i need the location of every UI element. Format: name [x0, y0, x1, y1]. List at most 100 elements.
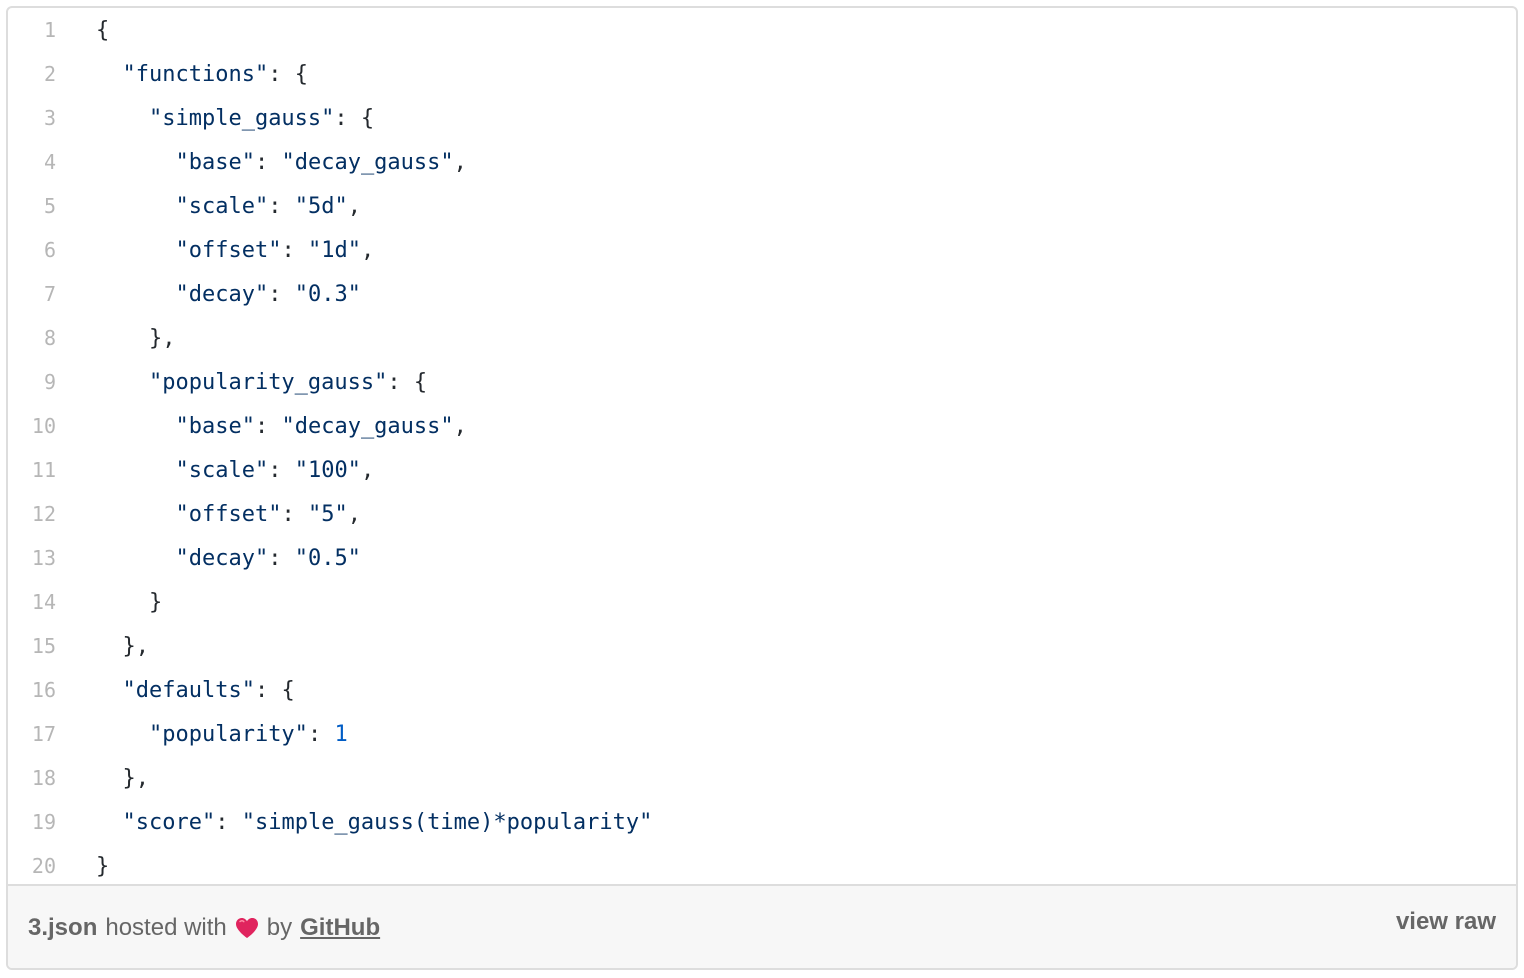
indent — [96, 678, 123, 703]
line-number[interactable]: 20 — [31, 854, 56, 878]
code-content: } — [96, 590, 162, 615]
gist-footer: 3.json hosted with by GitHub view raw — [8, 884, 1516, 968]
indent — [96, 546, 175, 571]
punctuation-token: : — [254, 149, 282, 175]
punctuation-token: }, — [122, 633, 150, 659]
code-line: 13 "decay": "0.5" — [8, 536, 1516, 580]
indent — [96, 414, 175, 439]
line-number[interactable]: 5 — [43, 194, 56, 218]
line-number[interactable]: 7 — [43, 282, 56, 306]
code-content: "score": "simple_gauss(time)*popularity" — [96, 809, 653, 835]
string-token: "1d" — [307, 237, 361, 263]
punctuation-token: : — [268, 281, 295, 307]
code-content: "functions": { — [96, 62, 308, 87]
string-token: "decay" — [175, 281, 269, 307]
code-line: 2 "functions": { — [8, 52, 1516, 96]
punctuation-token: : — [268, 457, 295, 483]
code-line: 15 }, — [8, 624, 1516, 668]
string-token: "decay" — [175, 545, 269, 571]
punctuation-token: , — [453, 149, 467, 175]
indent — [96, 282, 175, 307]
string-token: "offset" — [175, 237, 282, 263]
punctuation-token: : { — [254, 677, 295, 703]
code-line: 9 "popularity_gauss": { — [8, 360, 1516, 404]
punctuation-token: : { — [334, 105, 375, 131]
code-content: "defaults": { — [96, 678, 295, 703]
punctuation-token: : — [254, 413, 282, 439]
string-token: "score" — [122, 809, 216, 835]
line-number[interactable]: 16 — [31, 678, 56, 702]
line-number[interactable]: 18 — [31, 766, 56, 790]
code-content: "scale": "5d", — [96, 193, 361, 219]
line-number[interactable]: 19 — [31, 810, 56, 834]
string-token: "offset" — [175, 501, 282, 527]
code-line: 19 "score": "simple_gauss(time)*populari… — [8, 800, 1516, 844]
indent — [96, 370, 149, 395]
code-line: 11 "scale": "100", — [8, 448, 1516, 492]
string-token: "functions" — [122, 61, 269, 87]
code-content: "base": "decay_gauss", — [96, 413, 466, 439]
punctuation-token: , — [347, 193, 361, 219]
punctuation-token: : — [268, 545, 295, 571]
code-line: 10 "base": "decay_gauss", — [8, 404, 1516, 448]
github-link[interactable]: GitHub — [300, 914, 381, 941]
by-text: by — [266, 914, 293, 941]
punctuation-token: : — [307, 721, 335, 747]
string-token: "5" — [307, 501, 348, 527]
line-number[interactable]: 11 — [31, 458, 56, 482]
indent — [96, 634, 123, 659]
gist-meta: 3.json hosted with by GitHub — [28, 914, 380, 942]
string-token: "popularity_gauss" — [148, 369, 388, 395]
string-token: "100" — [294, 457, 361, 483]
indent — [96, 458, 175, 483]
line-number[interactable]: 1 — [43, 18, 56, 42]
line-number[interactable]: 3 — [43, 106, 56, 130]
punctuation-token: : { — [387, 369, 428, 395]
punctuation-token: , — [360, 457, 375, 483]
line-number[interactable]: 8 — [43, 326, 56, 350]
line-number[interactable]: 4 — [43, 150, 56, 174]
line-number[interactable]: 9 — [43, 370, 56, 394]
line-number[interactable]: 12 — [31, 502, 56, 526]
view-raw-link[interactable]: view raw — [1395, 908, 1496, 935]
code-content: } — [96, 854, 109, 879]
punctuation-token: : — [215, 809, 242, 835]
code-line: 5 "scale": "5d", — [8, 184, 1516, 228]
code-content: "scale": "100", — [96, 458, 374, 483]
code-content: "popularity_gauss": { — [96, 370, 427, 395]
punctuation-token: , — [347, 501, 361, 527]
punctuation-token: : — [268, 193, 295, 219]
indent — [96, 150, 175, 175]
code-line: 20} — [8, 844, 1516, 888]
line-number[interactable]: 2 — [43, 62, 56, 86]
punctuation-token: }, — [148, 325, 176, 351]
code-line: 12 "offset": "5", — [8, 492, 1516, 536]
filename-link[interactable]: 3.json — [28, 914, 98, 941]
code-content: "decay": "0.5" — [96, 545, 360, 571]
hosted-with-text: hosted with — [105, 914, 227, 941]
string-token: "scale" — [175, 193, 269, 219]
punctuation-token: } — [96, 853, 110, 879]
indent — [96, 590, 149, 615]
indent — [96, 194, 175, 219]
indent — [96, 106, 149, 131]
string-token: "simple_gauss(time)*popularity" — [241, 809, 653, 835]
code-line: 7 "decay": "0.3" — [8, 272, 1516, 316]
code-content: "popularity": 1 — [96, 722, 348, 747]
code-content: }, — [96, 765, 150, 791]
punctuation-token: }, — [122, 765, 150, 791]
line-number[interactable]: 10 — [31, 414, 56, 438]
code-line: 16 "defaults": { — [8, 668, 1516, 712]
indent — [96, 810, 123, 835]
line-number[interactable]: 14 — [31, 590, 56, 614]
line-number[interactable]: 6 — [43, 238, 56, 262]
gist-embed: 1{2 "functions": {3 "simple_gauss": {4 "… — [6, 6, 1518, 970]
line-number[interactable]: 15 — [31, 634, 56, 658]
punctuation-token: } — [148, 589, 163, 615]
string-token: "base" — [175, 413, 255, 439]
line-number[interactable]: 17 — [31, 722, 56, 746]
indent — [96, 766, 123, 791]
string-token: "simple_gauss" — [148, 105, 335, 131]
punctuation-token: , — [360, 237, 375, 263]
line-number[interactable]: 13 — [31, 546, 56, 570]
